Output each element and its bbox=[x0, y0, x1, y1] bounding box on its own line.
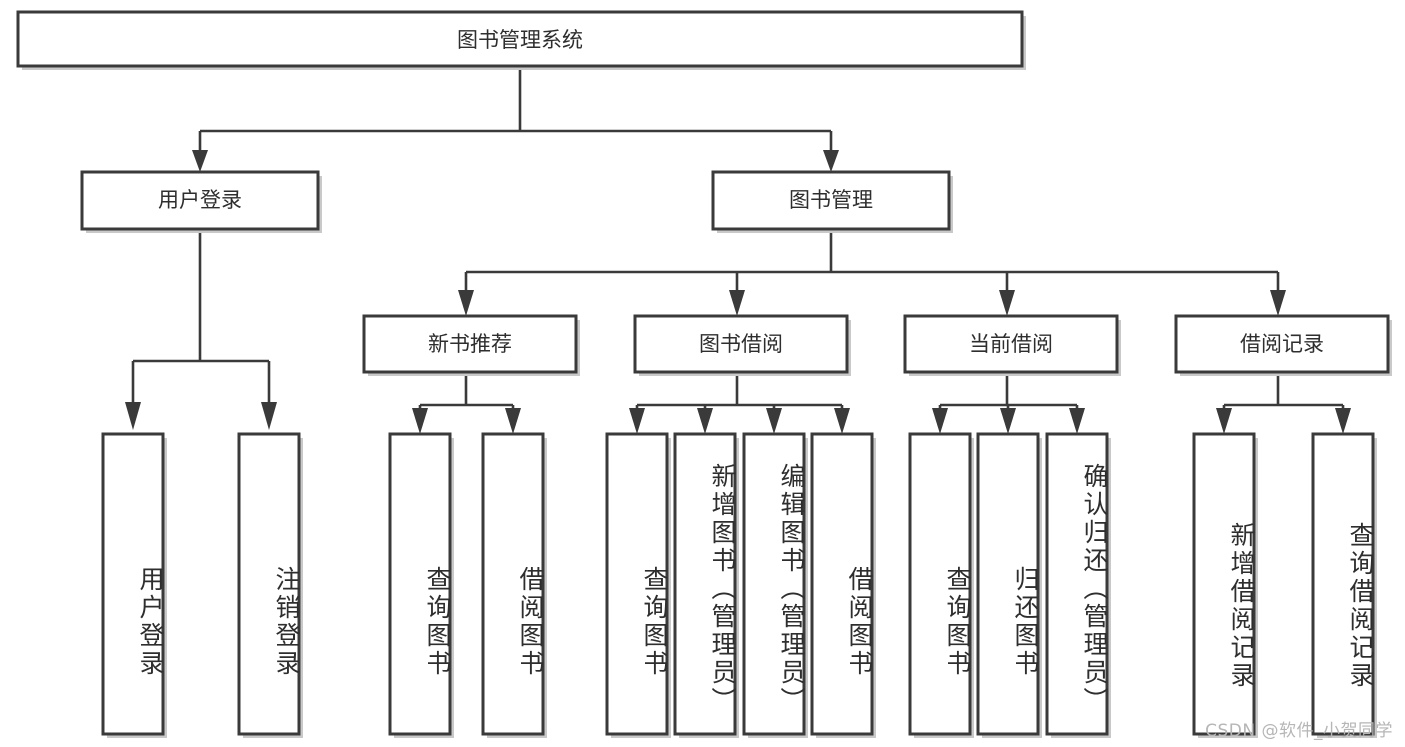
leaf-node-borrow-book-1[interactable] bbox=[481, 432, 547, 738]
arrow-to-record bbox=[1270, 290, 1286, 316]
node-borrow-record[interactable]: 借阅记录 bbox=[1174, 314, 1392, 376]
node-book-borrow[interactable]: 图书借阅 bbox=[633, 314, 851, 376]
connectors bbox=[125, 66, 1351, 434]
arrow-leaf-query-book-2 bbox=[629, 408, 645, 434]
leaf-node-query-book-3[interactable] bbox=[908, 432, 974, 738]
arrow-leaf-borrow-book-2 bbox=[834, 408, 850, 434]
arrow-to-new-book bbox=[458, 290, 474, 316]
node-user-login-label: 用户登录 bbox=[158, 188, 242, 212]
node-current-borrow[interactable]: 当前借阅 bbox=[903, 314, 1121, 376]
arrow-leaf-confirm-return bbox=[1069, 408, 1085, 434]
arrow-to-book-mgmt bbox=[823, 150, 839, 172]
node-borrow-record-label: 借阅记录 bbox=[1240, 332, 1324, 356]
leaf-node-borrow-book-2[interactable] bbox=[810, 432, 876, 738]
node-book-management[interactable]: 图书管理 bbox=[711, 170, 953, 233]
arrow-leaf-query-book-3 bbox=[932, 408, 948, 434]
leaf-node-add-record[interactable] bbox=[1192, 432, 1258, 738]
leaf-node-add-book[interactable] bbox=[673, 432, 739, 738]
node-user-login[interactable]: 用户登录 bbox=[80, 170, 322, 233]
leaf-boxes bbox=[101, 432, 1377, 738]
leaf-node-logout[interactable] bbox=[237, 432, 303, 738]
arrow-to-user-login bbox=[192, 150, 208, 172]
arrow-leaf-query-record bbox=[1335, 408, 1351, 434]
csdn-watermark: CSDN @软件_小贺同学 bbox=[1205, 721, 1393, 741]
leaf-node-user-login[interactable] bbox=[101, 432, 167, 738]
leaf-node-query-book-2[interactable] bbox=[605, 432, 671, 738]
node-new-book-recommend[interactable]: 新书推荐 bbox=[362, 314, 580, 376]
leaf-node-query-record[interactable] bbox=[1311, 432, 1377, 738]
arrow-leaf-query-book-1 bbox=[412, 408, 428, 434]
leaf-node-edit-book[interactable] bbox=[742, 432, 808, 738]
node-root[interactable]: 图书管理系统 bbox=[16, 10, 1026, 70]
arrow-leaf-add-book bbox=[697, 408, 713, 434]
leaf-node-confirm-return[interactable] bbox=[1045, 432, 1111, 738]
arrow-leaf-edit-book bbox=[766, 408, 782, 434]
leaf-node-return-book[interactable] bbox=[976, 432, 1042, 738]
arrow-leaf-borrow-book-1 bbox=[505, 408, 521, 434]
node-current-borrow-label: 当前借阅 bbox=[969, 332, 1053, 356]
arrow-to-current bbox=[999, 290, 1015, 316]
node-book-management-label: 图书管理 bbox=[789, 188, 873, 212]
arrow-leaf-logout bbox=[261, 402, 277, 430]
node-book-borrow-label: 图书借阅 bbox=[699, 332, 783, 356]
node-root-label: 图书管理系统 bbox=[457, 28, 583, 52]
node-new-book-recommend-label: 新书推荐 bbox=[428, 332, 512, 356]
arrow-to-borrow bbox=[729, 290, 745, 316]
arrow-leaf-add-record bbox=[1216, 408, 1232, 434]
arrow-leaf-return-book bbox=[1000, 408, 1016, 434]
arrow-leaf-user-login bbox=[125, 402, 141, 430]
leaf-node-query-book-1[interactable] bbox=[388, 432, 454, 738]
